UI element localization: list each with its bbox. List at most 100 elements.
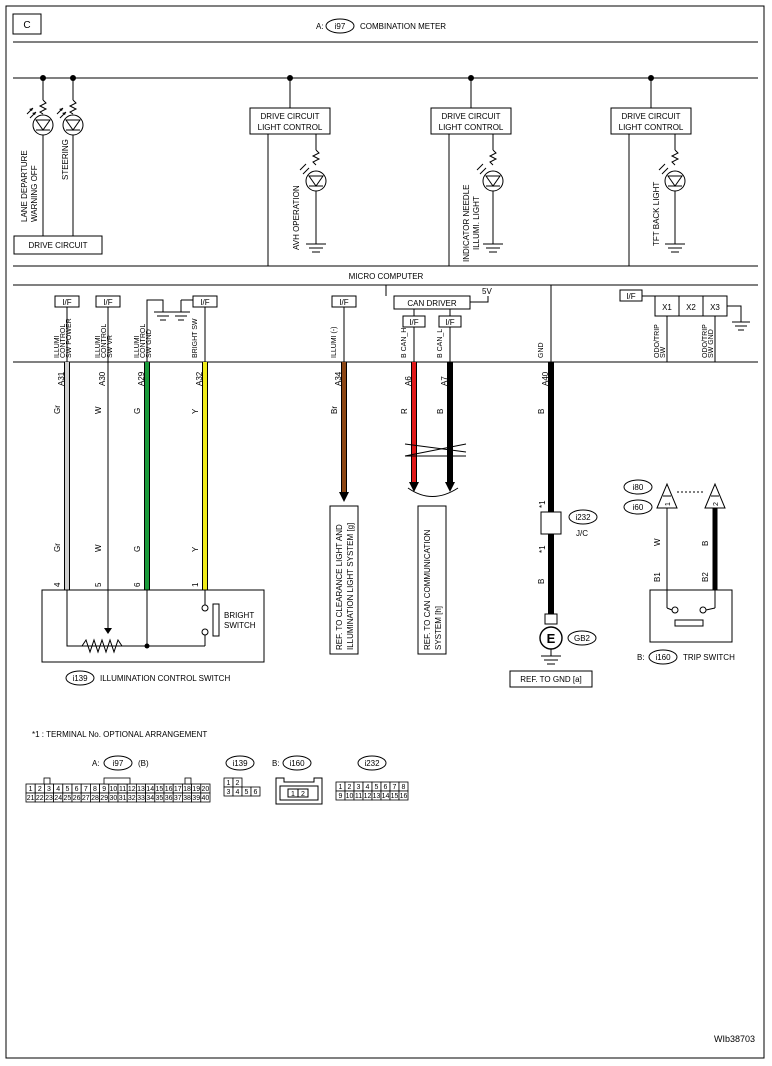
cell-top-label-3: 4 xyxy=(366,784,370,791)
cv-a-suffix: (B) xyxy=(138,759,149,768)
pin-color-top-1: W xyxy=(94,406,103,414)
cell-top-label-19: 20 xyxy=(202,786,210,793)
svg-text:I/F: I/F xyxy=(62,298,71,307)
cell-top-label-0: 1 xyxy=(339,784,343,791)
dclc-avh-line2: LIGHT CONTROL xyxy=(258,123,323,132)
cell-bottom-label-4: 25 xyxy=(64,795,72,802)
illum-switch-connector: i139 xyxy=(72,674,88,683)
pin-name-2-1: CONTROL xyxy=(140,324,147,358)
cv-a-key-2 xyxy=(103,777,131,785)
cell-top-label-6: 7 xyxy=(393,784,397,791)
pin-color-top-7: B xyxy=(537,409,546,414)
cell-top-label-3: 4 xyxy=(56,786,60,793)
cell-top-label-11: 12 xyxy=(128,786,136,793)
figure-id: WIb38703 xyxy=(714,1034,755,1044)
cell-bottom-label-3: 6 xyxy=(254,789,258,796)
cell-bottom-label-1: 10 xyxy=(346,793,354,800)
pin-color-top-5: R xyxy=(400,408,409,414)
cell-bottom-label-7: 28 xyxy=(91,795,99,802)
tft-back-light-label: TFT BACK LIGHT xyxy=(652,182,661,246)
cell-bottom-label-1: 22 xyxy=(36,795,44,802)
ref-can-box xyxy=(417,505,447,655)
illum-switch-label: ILLUMINATION CONTROL SWITCH xyxy=(100,674,230,683)
cell-top-label-8: 9 xyxy=(102,786,106,793)
pin-terminal-5: A6 xyxy=(404,376,413,386)
title-connector: i97 xyxy=(335,22,346,31)
cell-bottom-label-2: 11 xyxy=(355,793,362,800)
cell-bottom-label-5: 26 xyxy=(73,795,81,802)
cell-top-label-5: 6 xyxy=(384,784,388,791)
title-prefix: A: xyxy=(316,22,324,31)
connector-view-i160: 1 2 xyxy=(275,777,323,805)
cell-bottom-label-13: 34 xyxy=(146,795,154,802)
cell-top-label-14: 15 xyxy=(156,786,164,793)
dclc-tft-line1: DRIVE CIRCUIT xyxy=(621,112,680,121)
cell-bottom-label-14: 35 xyxy=(156,795,164,802)
pin-name-8-0: ODO/TRIP xyxy=(654,324,661,358)
wire-arrow-2 xyxy=(445,482,455,492)
pin-color-top-0: Gr xyxy=(53,405,62,414)
ref-clearance-line2: ILLUMINATION LIGHT SYSTEM [g] xyxy=(346,523,355,650)
cell-bottom-label-2: 5 xyxy=(245,789,249,796)
footnote: *1 : TERMINAL No. OPTIONAL ARRANGEMENT xyxy=(32,730,207,739)
drive-circuit-light-control-avh: DRIVE CIRCUIT LIGHT CONTROL xyxy=(249,78,331,266)
section-label: C xyxy=(23,20,30,31)
drive-circuit-box xyxy=(13,235,103,255)
pin-name-1-2: SW VR xyxy=(107,335,114,358)
illumi-light-label: ILLUMI. LIGHT xyxy=(472,196,481,250)
pin-name-9-0: ODO/TRIP xyxy=(702,324,709,358)
cell-bottom-3 xyxy=(250,786,261,797)
jc-connector-oval xyxy=(568,509,598,525)
svg-text:I/F: I/F xyxy=(200,298,209,307)
trip-switch-box xyxy=(649,589,733,643)
cv-b-prefix: B: xyxy=(272,759,280,768)
cell-top-label-6: 7 xyxy=(84,786,88,793)
warning-off-label: WARNING OFF xyxy=(30,165,39,222)
lane-departure-led xyxy=(26,78,54,236)
cell-bottom-label-0: 21 xyxy=(27,795,35,802)
jc-label: J/C xyxy=(576,529,588,538)
pin-switch-3: 1 xyxy=(191,582,200,587)
pin-color-bottom-0: Gr xyxy=(53,543,62,552)
dclc-needle-line1: DRIVE CIRCUIT xyxy=(441,112,500,121)
cell-top-label-15: 16 xyxy=(165,786,173,793)
cell-top-label-12: 13 xyxy=(137,786,145,793)
can-twist xyxy=(404,443,467,497)
gnd-terminal xyxy=(544,613,558,625)
cell-top-label-13: 14 xyxy=(146,786,154,793)
if-box-a31: I/F xyxy=(54,295,80,308)
cell-bottom-label-16: 37 xyxy=(174,795,182,802)
cv-a-connector: i97 xyxy=(113,759,124,768)
pin-terminal-0: A31 xyxy=(57,371,66,386)
cell-bottom-label-10: 31 xyxy=(119,795,127,802)
dclc-avh-line1: DRIVE CIRCUIT xyxy=(260,112,319,121)
ref-clearance-line1: REF. TO CLEARANCE LIGHT AND xyxy=(335,524,344,650)
cell-top-label-7: 8 xyxy=(93,786,97,793)
ref-clearance-box xyxy=(329,505,359,655)
cell-bottom-label-8: 29 xyxy=(100,795,108,802)
trip-terminal-x2: X2 xyxy=(686,303,696,312)
cell-bottom-label-6: 27 xyxy=(82,795,90,802)
lane-departure-label: LANE DEPARTURE xyxy=(20,150,29,222)
cell-bottom-label-2: 23 xyxy=(45,795,53,802)
cv-b-connector: i160 xyxy=(289,759,305,768)
pin-color-top-2: G xyxy=(133,408,142,414)
cell-top-label-16: 17 xyxy=(174,786,182,793)
pin-terminal-4: A34 xyxy=(334,371,343,386)
if-box-a6: I/F xyxy=(402,315,426,328)
illum-switch-box xyxy=(41,589,265,663)
pin-color-top-3: Y xyxy=(191,408,200,414)
cell-top-label-1: 2 xyxy=(348,784,352,791)
pin-color-bottom-9: B xyxy=(701,541,710,546)
trip-terminal-x3: X3 xyxy=(710,303,720,312)
cv-i139-connector: i139 xyxy=(232,759,248,768)
cell-bottom-label-3: 24 xyxy=(54,795,62,802)
cell-bottom-label-4: 13 xyxy=(373,793,381,800)
cv-i139-oval xyxy=(225,755,255,771)
cell-bottom-label-7: 16 xyxy=(400,793,408,800)
pin-color-top-4: Br xyxy=(330,406,339,414)
cell-top-label-17: 18 xyxy=(183,786,191,793)
cell-top-label-10: 11 xyxy=(119,786,126,793)
